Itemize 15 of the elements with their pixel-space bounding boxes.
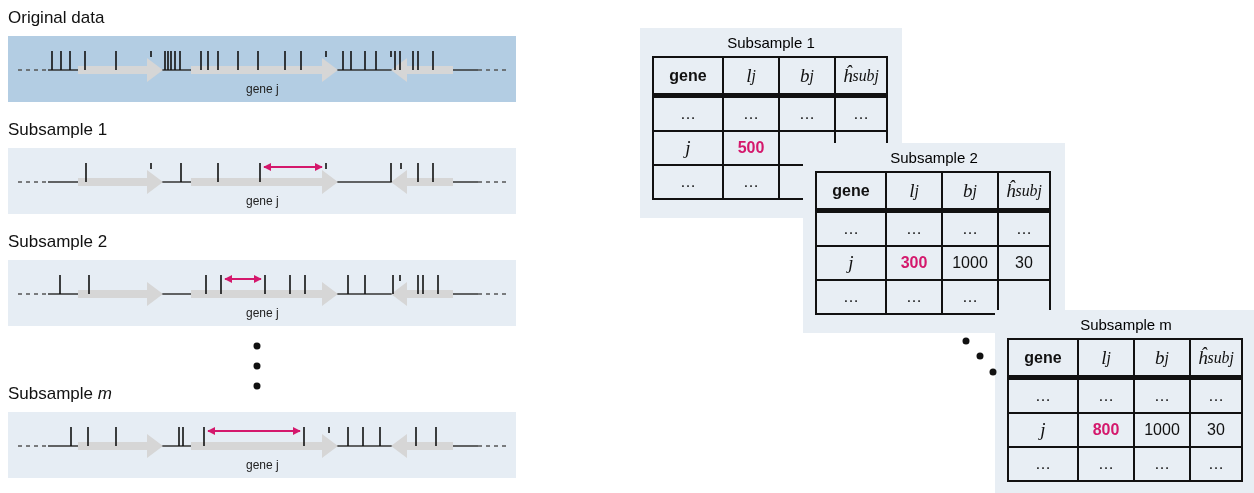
gene-label: gene j [246, 458, 279, 472]
gene-label: gene j [246, 194, 279, 208]
table-title: Subsample 2 [889, 149, 979, 166]
table-title: Subsample 1 [726, 34, 816, 51]
track-title: Subsample 1 [8, 120, 108, 140]
table-cell: … [652, 164, 724, 200]
table-cell: … [1007, 446, 1079, 482]
track-title: Original data [8, 8, 105, 28]
track-title: Subsample m [8, 384, 112, 404]
gene-label: gene j [246, 82, 279, 96]
table-cell: … [815, 279, 887, 315]
table-title: Subsample m [1079, 316, 1173, 333]
table-cell: … [1189, 446, 1243, 482]
gene-label: gene j [246, 306, 279, 320]
track-title: Subsample 2 [8, 232, 108, 252]
